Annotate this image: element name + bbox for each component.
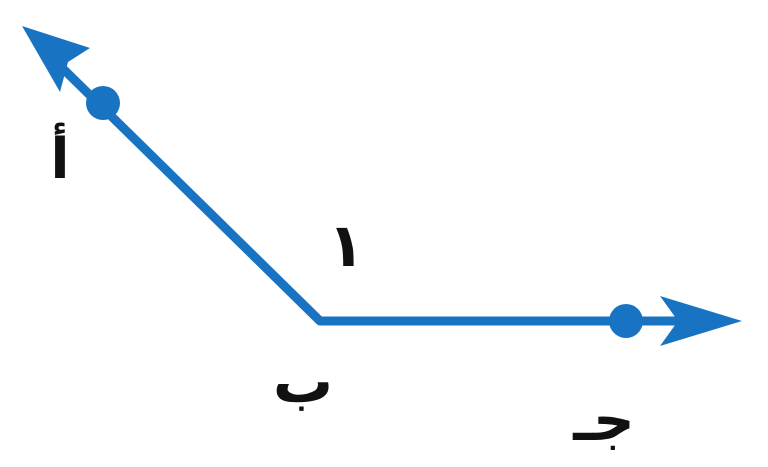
point-a bbox=[86, 86, 120, 120]
label-angle-number: ١ bbox=[328, 211, 365, 281]
arrowhead-a bbox=[22, 26, 90, 92]
arrowhead-c bbox=[660, 296, 742, 346]
label-c: جـ bbox=[572, 386, 635, 454]
label-a: أ bbox=[50, 122, 69, 192]
point-c bbox=[609, 304, 643, 338]
label-b: ب bbox=[273, 347, 333, 417]
